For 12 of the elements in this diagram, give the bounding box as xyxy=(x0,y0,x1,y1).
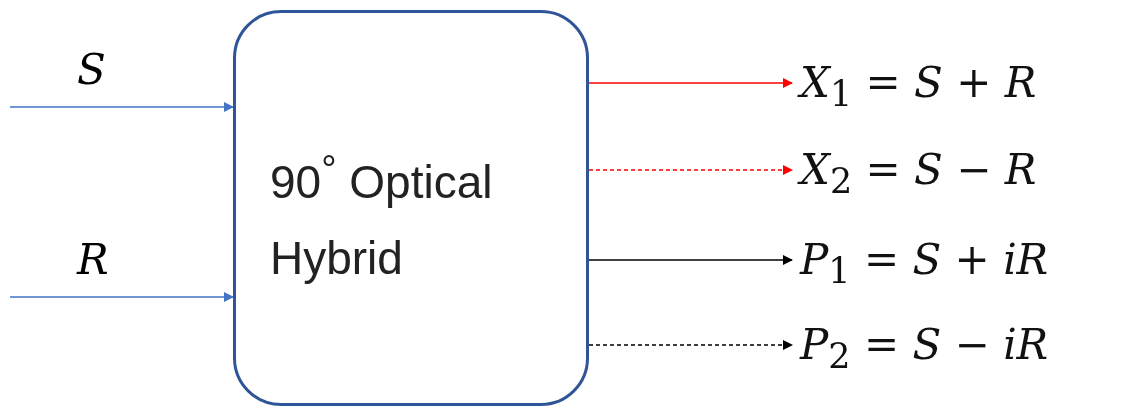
arrow xyxy=(588,255,793,265)
equation-label: P$_{1}$ = S + iR xyxy=(800,234,1049,294)
equation-label: P$_{2}$ = S − iR xyxy=(800,319,1049,379)
process-box xyxy=(233,10,589,406)
box-label: 90$^{°}$ Optical Hybrid xyxy=(270,146,494,287)
arrow xyxy=(588,78,793,88)
edge-label: S xyxy=(76,45,106,95)
arrow xyxy=(9,102,234,112)
edge-label: R xyxy=(76,235,109,285)
arrow xyxy=(9,292,234,302)
arrow xyxy=(588,340,793,350)
arrow xyxy=(588,165,793,175)
